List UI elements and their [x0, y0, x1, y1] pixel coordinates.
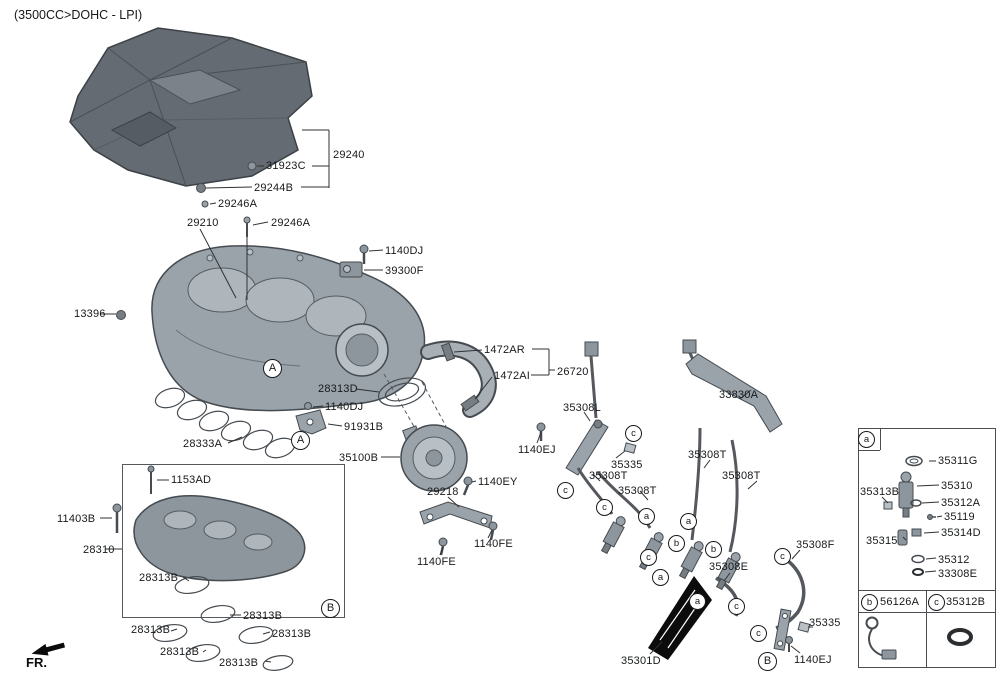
dashed-lines: [383, 373, 449, 431]
gaskets-28313B: [152, 575, 294, 671]
nut-13396: [116, 310, 126, 320]
fr-arrow-icon: [31, 642, 66, 656]
injector: [715, 552, 741, 591]
intake-manifold-upper: [151, 245, 426, 412]
bolt-1140DJ: [304, 402, 312, 410]
insulator-pad-35301D: [648, 576, 712, 660]
injector: [678, 541, 704, 580]
oring-icon-35312A: [910, 499, 922, 507]
fuel-pipe-35308T: [690, 427, 702, 541]
sensor-icon-56126A: [865, 616, 897, 660]
pin-29246A: [243, 216, 251, 237]
bolt-1140FE: [438, 537, 448, 556]
throttle-body: [400, 424, 468, 492]
fuel-pipe-35308T: [576, 467, 614, 515]
clip-icon-35313B: [883, 501, 893, 510]
manifold-gasket-28333A: [154, 387, 296, 459]
injector-icon-35310: [898, 471, 914, 518]
clip-35335: [797, 621, 811, 633]
oring-icon-33308E: [912, 568, 924, 576]
throttle-gasket-28313D: [377, 377, 427, 407]
fr-label: FR.: [26, 655, 47, 670]
bolt-icon-35119: [927, 514, 936, 520]
part-icon-35314D: [911, 528, 922, 537]
bolt-1140EY: [462, 476, 473, 496]
oring-icon-35312: [911, 554, 925, 564]
rail-connector-right: [682, 339, 697, 354]
hose-clamp-1472AI: [460, 394, 480, 412]
oring-icon-35312B: [947, 628, 973, 646]
pin-29246A: [201, 200, 209, 208]
stay-29218: [419, 501, 493, 529]
bolt-11403B: [112, 503, 122, 533]
part-icon-35315: [897, 529, 908, 546]
bolt-1140EJ: [785, 636, 793, 652]
bracket-right: [773, 608, 792, 651]
page-title: (3500CC>DOHC - LPI): [14, 8, 143, 22]
rail-connector-left: [584, 341, 599, 357]
fuel-rail-33830A: [685, 353, 783, 433]
fuel-rail-35308L: [565, 419, 609, 476]
engine-cover: [69, 27, 313, 187]
legend-panel: [858, 428, 996, 668]
intake-manifold-lower: [122, 464, 345, 618]
sensor-39300F: [339, 261, 363, 278]
air-hose-26720: [420, 340, 497, 418]
fuel-rail-assembly: [565, 339, 811, 660]
bolt-1140DJ: [359, 244, 369, 264]
leader-lines: [100, 129, 943, 663]
fuel-pipe-35308T: [728, 439, 739, 553]
hose-clamp-1472AR: [440, 342, 456, 362]
bolt-1140FE: [488, 521, 498, 541]
injector: [600, 516, 626, 555]
injector: [638, 532, 664, 571]
grommet-29244B: [196, 183, 206, 193]
cap-icon-35311G: [905, 455, 923, 467]
clip-35335: [623, 442, 637, 454]
bolt-31923C: [247, 161, 257, 171]
bracket-91931B: [295, 409, 327, 435]
stud-1153AD: [147, 465, 155, 494]
